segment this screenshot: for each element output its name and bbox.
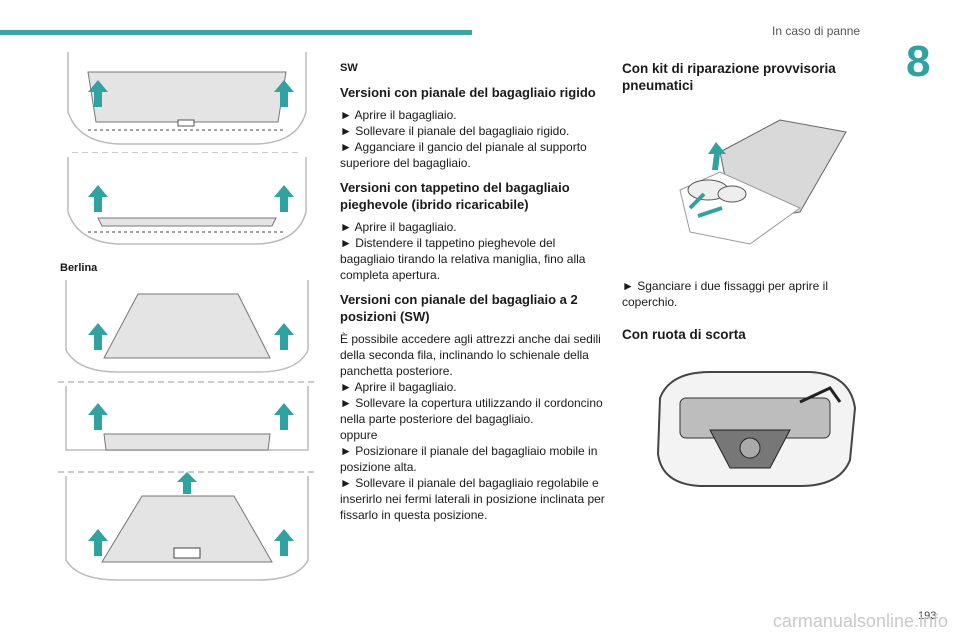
heading-two-position-floor: Versioni con pianale del bagagliaio a 2 … [340, 292, 578, 324]
trunk-illustration-3 [58, 280, 316, 376]
section-title: In caso di panne [772, 24, 861, 38]
header-accent-bar [0, 30, 472, 35]
step-incline-floor: ► Sollevare il pianale del bagagliaio re… [340, 476, 605, 522]
trunk-illustration-4 [58, 380, 316, 466]
middle-column: SW Versioni con pianale del bagagliaio r… [340, 60, 605, 531]
heading-repair-kit: Con kit di riparazione provvisoria pneum… [622, 61, 836, 93]
trunk-illustration-5 [58, 470, 316, 582]
step-unhook-fasteners: ► Sganciare i due fissaggi per aprire il… [622, 279, 828, 309]
spare-wheel-illustration [650, 368, 860, 498]
step-lift-cover: ► Sollevare la copertura utilizzando il … [340, 396, 603, 426]
chapter-number: 8 [906, 37, 931, 86]
page-number: 193 [918, 610, 937, 622]
figure-caption-berlina: Berlina [60, 262, 98, 274]
alternative-oppure: oppure [340, 428, 378, 442]
step-extend-mat: ► Distendere il tappetino pieghevole del… [340, 236, 586, 282]
step-lift-floor: ► Sollevare il pianale del bagagliaio ri… [340, 124, 570, 138]
heading-spare-wheel: Con ruota di scorta [622, 327, 746, 342]
step-raise-floor: ► Posizionare il pianale del bagagliaio … [340, 444, 598, 474]
right-column-lower: ► Sganciare i due fissaggi per aprire il… [622, 278, 862, 349]
trunk-illustration-1 [58, 52, 316, 148]
step-open-trunk-1: ► Aprire il bagagliaio. [340, 108, 457, 122]
heading-folding-mat: Versioni con tappetino del bagagliaio pi… [340, 180, 570, 212]
trunk-illustration-2 [58, 152, 316, 248]
variant-tag-sw: SW [340, 62, 358, 74]
step-open-trunk-3: ► Aprire il bagagliaio. [340, 380, 457, 394]
right-column: Con kit di riparazione provvisoria pneum… [622, 60, 862, 100]
step-hook-floor: ► Agganciare il gancio del pianale al su… [340, 140, 587, 170]
heading-rigid-floor: Versioni con pianale del bagagliaio rigi… [340, 85, 596, 100]
watermark: carmanualsonline.info [772, 611, 948, 631]
note-second-row-access: È possibile accedere agli attrezzi anche… [340, 332, 601, 378]
repair-kit-illustration [650, 112, 850, 262]
step-open-trunk-2: ► Aprire il bagagliaio. [340, 220, 457, 234]
